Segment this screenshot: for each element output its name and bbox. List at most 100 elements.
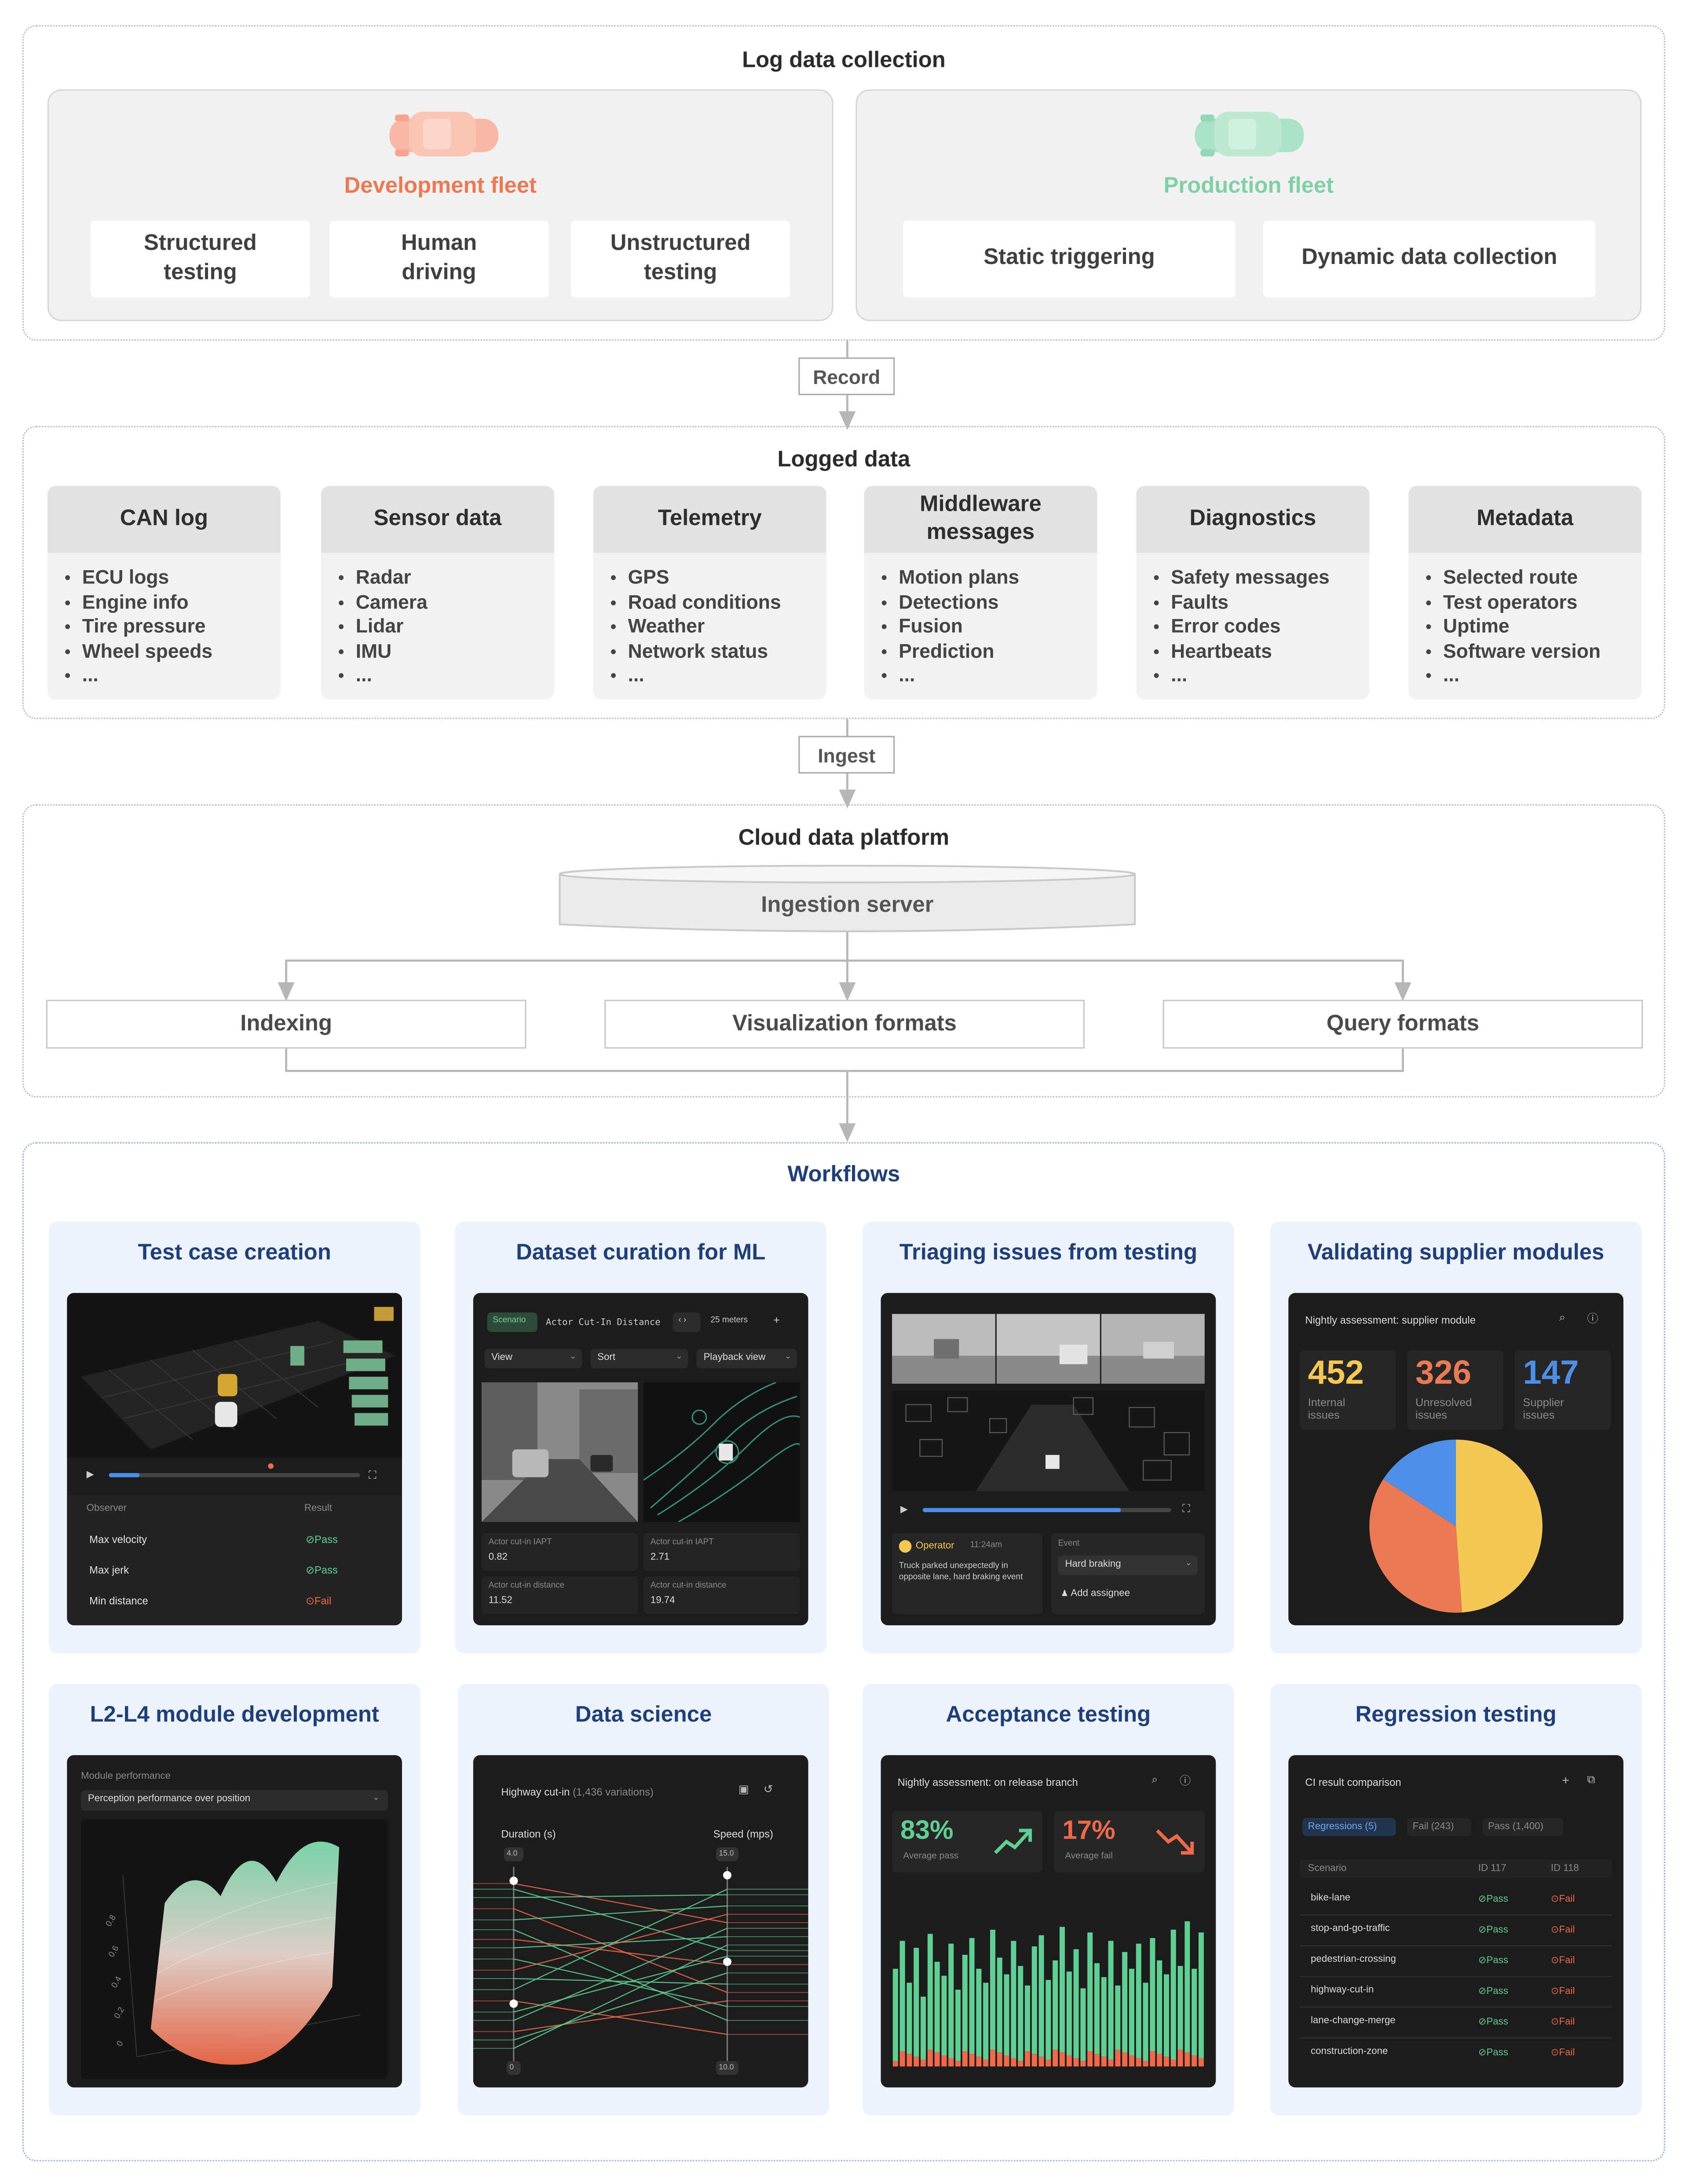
card-title: Dataset curation for ML	[516, 1241, 766, 1265]
bar-fail	[1024, 2051, 1030, 2067]
view-select[interactable]: View ⌄	[484, 1349, 582, 1369]
table-row[interactable]: lane-change-merge ⊘Pass ⊙Fail	[1311, 2016, 1575, 2028]
table-row[interactable]: pedestrian-crossing ⊘Pass ⊙Fail	[1311, 1955, 1575, 1966]
series-line	[513, 1894, 728, 1898]
list-item: Error codes	[1153, 615, 1329, 639]
card-title: Metadata	[1408, 486, 1642, 553]
table-row[interactable]: highway-cut-in ⊘Pass ⊙Fail	[1311, 1985, 1575, 1997]
bar-fail	[1150, 2051, 1155, 2067]
fullscreen-icon[interactable]: ⛶	[1182, 1502, 1190, 1515]
list-item: Network status	[610, 639, 781, 664]
play-icon[interactable]: ▶	[900, 1505, 908, 1515]
bar-fail	[1115, 2049, 1121, 2067]
bar-fail	[948, 2058, 954, 2067]
result-fail: ⊙Fail	[1550, 1925, 1575, 1935]
bar-fail	[914, 2056, 919, 2067]
bar-pass	[1059, 1927, 1065, 2053]
tab-fail[interactable]: Fail (243)	[1407, 1818, 1471, 1836]
row-divider	[1299, 1914, 1612, 1916]
list-item: ...	[881, 664, 1020, 689]
series-line	[513, 1958, 728, 2007]
search-icon[interactable]: ⌕	[1559, 1311, 1566, 1324]
list-item: Selected route	[1425, 565, 1601, 590]
list-item: Prediction	[881, 639, 1020, 664]
event-select[interactable]: Hard braking ⌄	[1058, 1555, 1198, 1575]
brush-handle	[723, 1957, 731, 1966]
table-row[interactable]: bike-lane ⊘Pass ⊙Fail	[1311, 1893, 1575, 1905]
card-list: Motion plans Detections Fusion Predictio…	[881, 565, 1020, 689]
list-item: ...	[1425, 664, 1601, 689]
tab-regressions[interactable]: Regressions (5)	[1302, 1818, 1396, 1836]
section-title: Cloud data platform	[738, 826, 950, 850]
result-pass: ⊘Pass	[1478, 1987, 1508, 1997]
stat-label: Internal issues	[1308, 1396, 1345, 1422]
bar-fail	[1108, 2059, 1114, 2067]
list-item: ...	[610, 664, 781, 689]
pie-slice	[1456, 1439, 1543, 1613]
workflow-card-dataset-curation: Dataset curation for ML Scenario Actor C…	[455, 1221, 826, 1653]
list-item: ...	[338, 664, 428, 689]
bar-pass	[1108, 1941, 1114, 2060]
result-fail: ⊙Fail	[1550, 1895, 1575, 1905]
screen-header: Module performance	[81, 1772, 171, 1782]
series-line	[513, 1938, 728, 1965]
playback-select[interactable]: Playback view ⌄	[696, 1349, 797, 1369]
play-icon[interactable]: ▶	[86, 1470, 94, 1480]
info-icon[interactable]: ⓘ	[1179, 1774, 1191, 1788]
results-table: Observer Result Max velocity ⊘Pass Max j…	[67, 1495, 402, 1626]
table-row[interactable]: construction-zone ⊘Pass ⊙Fail	[1311, 2047, 1575, 2058]
event-panel: Event Hard braking ⌄ ♟ Add assignee	[1051, 1533, 1205, 1614]
save-icon[interactable]: ▣	[738, 1783, 749, 1796]
screen-header: Highway cut-in (1,436 variations)	[501, 1786, 654, 1799]
human-driving-item: Human driving	[329, 220, 549, 297]
search-icon[interactable]: ⌕	[1152, 1773, 1158, 1786]
series-line	[513, 1927, 728, 2021]
bar-fail	[1184, 2052, 1190, 2067]
test-case-screen: ▶ ⛶ Observer Result Max velocity ⊘Pass M…	[67, 1293, 402, 1626]
sort-select[interactable]: Sort ⌄	[590, 1349, 688, 1369]
series-line	[513, 1978, 728, 1985]
bar-fail	[1192, 2055, 1197, 2067]
workflow-card-validating-supplier: Validating supplier modules Nightly asse…	[1270, 1221, 1642, 1653]
nav-arrows[interactable]: ‹ ›	[673, 1312, 701, 1332]
timeline-track[interactable]	[922, 1508, 1171, 1513]
bar-fail	[1053, 2049, 1058, 2067]
pass-stat-tile: 83% Average pass	[892, 1811, 1043, 1873]
table-row[interactable]: stop-and-go-traffic ⊘Pass ⊙Fail	[1311, 1924, 1575, 1935]
timeline-track[interactable]	[109, 1473, 360, 1477]
fullscreen-icon[interactable]: ⛶	[368, 1469, 377, 1482]
copy-icon[interactable]: ⧉	[1587, 1773, 1595, 1786]
operator-name: Operator	[915, 1541, 954, 1551]
bar-pass	[1170, 1929, 1176, 2060]
bar-pass	[1101, 1977, 1107, 2057]
screen-header: CI result comparison	[1305, 1776, 1401, 1789]
stat-label: Unresolved issues	[1415, 1396, 1472, 1422]
info-icon[interactable]: ⓘ	[1587, 1312, 1598, 1325]
add-icon[interactable]: +	[1562, 1773, 1569, 1788]
axis-label: Speed (mps)	[713, 1828, 773, 1840]
stat-label: Average fail	[1065, 1851, 1113, 1862]
stat-value: 452	[1308, 1354, 1364, 1392]
sensor-data-card: Sensor data Radar Camera Lidar IMU ...	[321, 486, 554, 700]
row-divider	[1299, 1975, 1612, 1977]
bar-pass	[1143, 1982, 1148, 2061]
add-icon[interactable]: +	[773, 1314, 780, 1327]
section-title: Workflows	[787, 1163, 900, 1187]
bar-fail	[1094, 2054, 1100, 2067]
card-list: Selected route Test operators Uptime Sof…	[1425, 565, 1601, 688]
production-fleet-panel: Production fleet Static triggering Dynam…	[855, 89, 1642, 321]
list-item: IMU	[338, 639, 428, 664]
add-assignee-button[interactable]: ♟ Add assignee	[1060, 1589, 1130, 1599]
result-pass: ⊘Pass	[1478, 2048, 1508, 2058]
middleware-messages-card: Middleware messages Motion plans Detecti…	[864, 486, 1097, 700]
camera-strip-image	[892, 1314, 1205, 1384]
bar-fail	[941, 2055, 947, 2067]
log-collection-section: Log data collection	[22, 25, 1666, 341]
metric-select[interactable]: Perception performance over position ⌄	[81, 1790, 388, 1811]
development-fleet-title: Development fleet	[344, 174, 537, 198]
tab-pass[interactable]: Pass (1,400)	[1482, 1818, 1564, 1836]
axis-max-tag: 4.0	[504, 1847, 524, 1862]
reset-icon[interactable]: ↺	[763, 1783, 773, 1796]
result-pass: ⊘Pass	[1478, 1956, 1508, 1966]
car-icon	[1195, 111, 1304, 157]
